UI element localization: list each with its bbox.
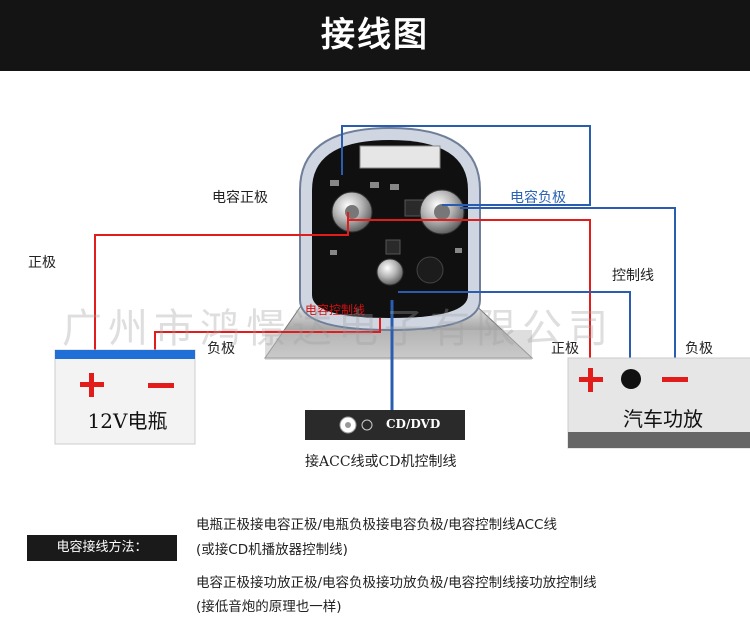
negative-wires [341,125,676,410]
method-line-1: 电瓶正极接电容正极/电瓶负极接电容负极/电容控制线ACC线 [196,517,557,533]
label-battery-negative: 负极 [207,341,235,357]
amplifier [567,357,750,449]
battery-label: 12V电瓶 [87,409,168,433]
watermark: 广州市鸿憬达电子有限公司 [62,306,614,352]
circuit-board [330,180,462,284]
label-cap-positive: 电容正极 [212,190,268,206]
page-title: 接线图 [321,15,429,55]
terminal-bolts [331,189,465,286]
label-cap-negative: 电容负极 [510,190,566,206]
label-battery-positive: 正极 [28,255,56,271]
battery-minus-icon [148,383,174,388]
amplifier-label: 汽车功放 [623,407,703,431]
method-line-2: (或接CD机播放器控制线) [196,542,348,558]
label-amp-positive: 正极 [551,341,579,357]
cd-dvd-label: CD/DVD [386,417,441,431]
label-control-line: 控制线 [612,268,654,284]
method-line-3: 电容正极接功放正极/电容负极接功放负极/电容控制线接功放控制线 [196,575,597,591]
battery [54,349,196,445]
method-title: 电容接线方法： [27,535,177,561]
method-line-4: (接低音炮的原理也一样) [196,599,342,615]
cd-dvd-unit [305,410,465,440]
amp-minus-icon [662,377,688,382]
wiring-diagram [54,125,750,449]
label-amp-negative: 负极 [685,341,713,357]
label-cap-control-line: 电容控制线 [305,303,366,317]
title-banner [0,0,750,71]
amp-control-icon [621,369,641,389]
positive-wires [94,212,591,368]
cd-caption: 接ACC线或CD机控制线 [305,454,457,470]
